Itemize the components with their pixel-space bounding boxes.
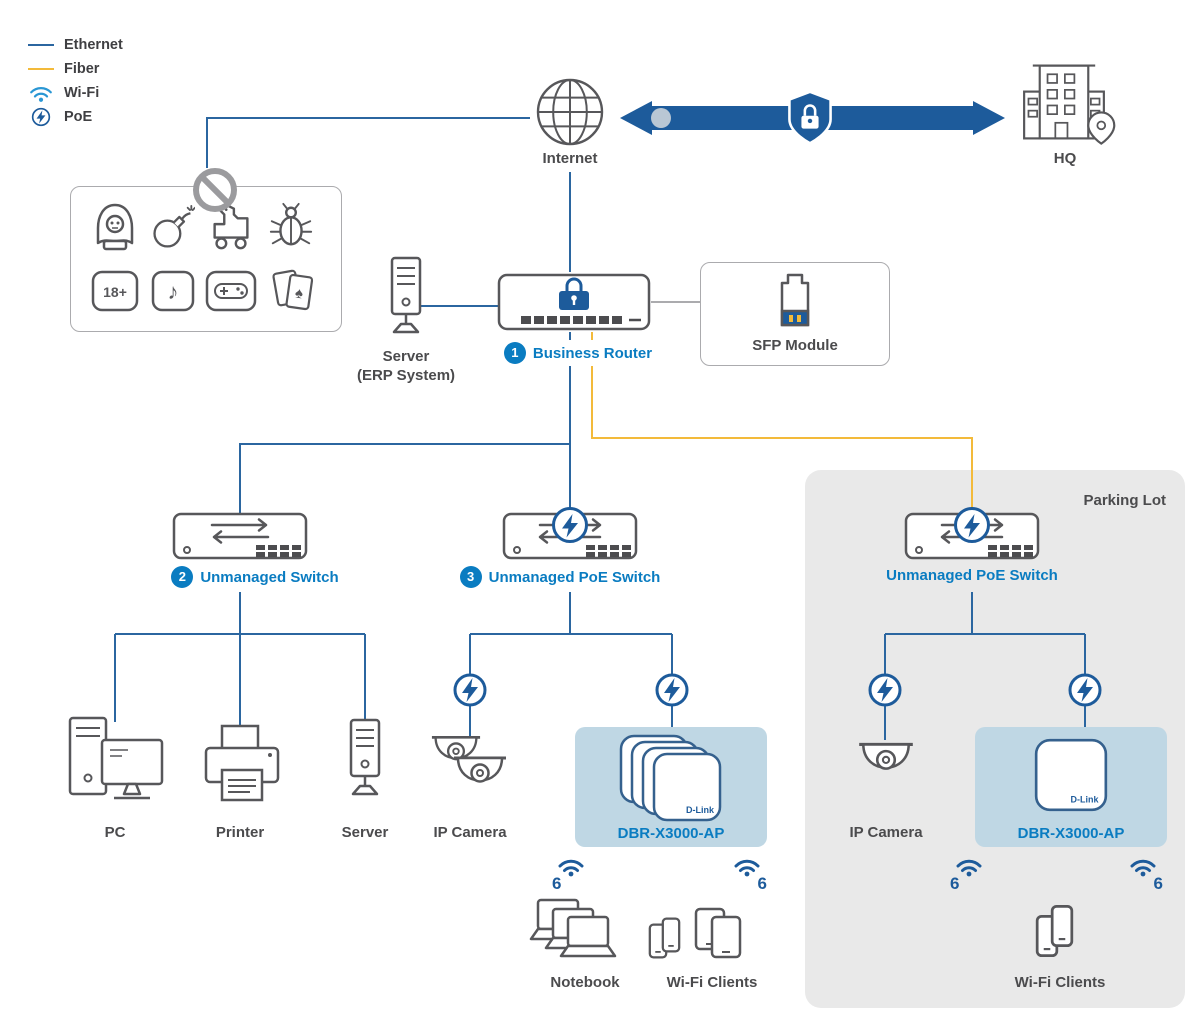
printer-icon — [198, 724, 286, 808]
server-icon — [343, 718, 387, 802]
step-badge-3: 3 — [459, 566, 482, 588]
svg-text:♠: ♠ — [294, 285, 304, 303]
server-label: Server — [341, 824, 389, 841]
access-point-stack-icon: D-Link — [619, 734, 722, 822]
erp-server-label: Server — [382, 348, 430, 365]
poe-injector-icon — [1067, 672, 1103, 708]
unmanaged-switch-label: Unmanaged Switch — [200, 568, 339, 586]
wifi6-icon: 6 — [552, 859, 584, 890]
game-controller-icon — [205, 270, 257, 312]
adult-18-plus-icon: 18+ — [91, 270, 139, 312]
business-router-label-row: 1 Business Router — [493, 340, 663, 366]
business-router-label: Business Router — [532, 344, 653, 362]
poe-icon — [28, 107, 54, 127]
parking-wifi-clients-label: Wi-Fi Clients — [1014, 974, 1106, 991]
svg-text:6: 6 — [1154, 874, 1163, 890]
bomb-icon — [149, 205, 195, 251]
pc-icon — [66, 716, 166, 808]
parking-lot-title: Parking Lot — [1083, 492, 1166, 509]
internet-label: Internet — [542, 150, 598, 167]
wifi6-icon: 6 — [1130, 859, 1163, 890]
dlink-logo: D-Link — [1071, 794, 1099, 804]
unmanaged-poe-switch-label: Unmanaged PoE Switch — [488, 568, 661, 586]
parking-poe-switch-label: Unmanaged PoE Switch — [886, 567, 1058, 584]
access-point-box: D-Link DBR-X3000-AP — [575, 727, 767, 847]
blocked-prohibition-icon — [191, 166, 239, 214]
parking-ap-model-label: DBR-X3000-AP — [1017, 825, 1125, 842]
hacker-icon — [89, 201, 141, 253]
unmanaged-poe-switch-icon — [502, 496, 638, 560]
parking-access-point-box: D-Link DBR-X3000-AP — [975, 727, 1167, 847]
tiktok-icon: ♪ — [151, 270, 195, 312]
business-router-icon — [497, 271, 651, 333]
wifi-clients-group-icon — [648, 907, 742, 959]
parking-access-point-icon: D-Link — [1034, 738, 1108, 812]
unmanaged-poe-switch-label-row: 3 Unmanaged PoE Switch — [428, 564, 692, 590]
ip-camera-group-icon — [430, 736, 508, 783]
ethernet-line-swatch — [28, 44, 54, 46]
sfp-module-label: SFP Module — [752, 337, 838, 354]
wifi-clients-label: Wi-Fi Clients — [666, 974, 758, 991]
legend-item-fiber: Fiber — [28, 60, 123, 78]
legend-item-ethernet: Ethernet — [28, 36, 123, 54]
pc-label: PC — [104, 824, 126, 841]
unmanaged-switch-label-row: 2 Unmanaged Switch — [163, 564, 347, 590]
notebook-group-icon — [529, 898, 617, 958]
notebook-label: Notebook — [550, 974, 620, 991]
wifi6-icon: 6 — [734, 859, 767, 890]
unmanaged-switch-icon — [172, 504, 308, 560]
poe-injector-icon — [452, 672, 488, 708]
blocked-content-panel: 18+ ♪ ♠ — [70, 186, 342, 332]
sfp-module-icon — [775, 273, 815, 331]
internet-globe-icon — [530, 72, 610, 152]
wifi6-icon: 6 — [950, 859, 982, 890]
printer-label: Printer — [215, 824, 265, 841]
svg-text:6: 6 — [552, 874, 561, 890]
step-badge-1: 1 — [503, 342, 526, 364]
parking-ip-camera-icon — [853, 736, 919, 792]
wifi-icon — [28, 83, 54, 103]
sfp-module-panel: SFP Module — [700, 262, 890, 366]
fiber-line-swatch — [28, 68, 54, 70]
legend-item-poe: PoE — [28, 108, 123, 126]
svg-text:6: 6 — [758, 874, 767, 890]
vpn-shield-lock-icon — [786, 90, 834, 145]
parking-ip-camera-label: IP Camera — [849, 824, 923, 841]
erp-server-icon — [384, 256, 428, 340]
dlink-logo: D-Link — [686, 805, 715, 815]
parking-wifi-clients-icon — [1035, 904, 1074, 958]
hq-label: HQ — [1053, 150, 1077, 167]
ip-camera-label: IP Camera — [433, 824, 507, 841]
legend-item-wifi: Wi-Fi — [28, 84, 123, 102]
svg-text:18+: 18+ — [103, 284, 127, 300]
svg-text:6: 6 — [950, 874, 959, 890]
playing-cards-icon: ♠ — [272, 269, 314, 311]
ap-model-label: DBR-X3000-AP — [617, 825, 725, 842]
bug-icon — [267, 202, 315, 250]
hq-building-icon — [1012, 58, 1116, 146]
erp-server-sublabel: (ERP System) — [356, 367, 456, 384]
poe-injector-icon — [654, 672, 690, 708]
legend: Ethernet Fiber Wi-Fi PoE — [28, 36, 123, 126]
svg-text:♪: ♪ — [168, 279, 179, 304]
poe-injector-icon — [867, 672, 903, 708]
step-badge-2: 2 — [171, 566, 194, 588]
